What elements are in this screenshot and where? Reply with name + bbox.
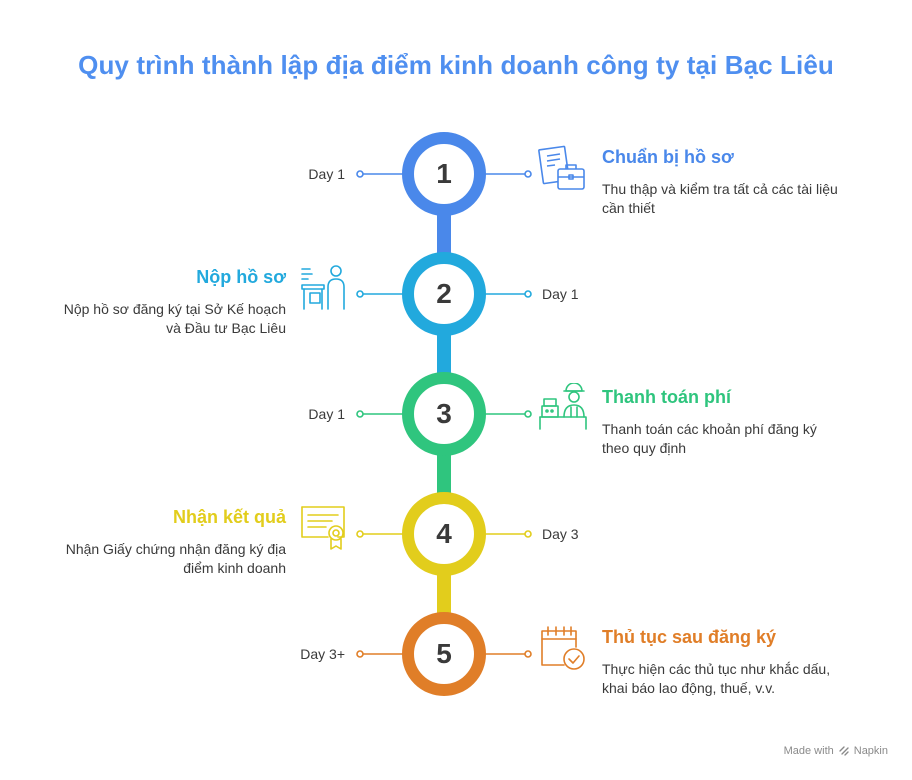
connector-row-1 [356, 170, 532, 178]
footer-watermark: Made with Napkin [784, 745, 888, 757]
step-2-description: Nộp hồ sơ đăng ký tại Sở Kế hoạch và Đầu… [63, 301, 286, 336]
step-1-title: Chuẩn bị hồ sơ [602, 147, 734, 167]
connector-row-2 [356, 290, 532, 298]
spine-segment-2-3 [437, 328, 451, 376]
step-4-day: Day 3 [542, 526, 579, 542]
calendar-check-icon [541, 626, 585, 670]
documents-briefcase-icon [538, 145, 585, 190]
step-2-title: Nộp hồ sơ [196, 267, 286, 287]
step-3-circle: 3 [402, 372, 486, 456]
spine-segment-1-2 [437, 208, 451, 256]
spine-segment-3-4 [437, 448, 451, 496]
step-5-title: Thủ tục sau đăng ký [602, 627, 777, 647]
connector-row-5 [356, 650, 532, 658]
step-4-title: Nhận kết quả [172, 507, 286, 527]
connector-row-3 [356, 410, 532, 418]
step-1-day: Day 1 [308, 166, 345, 182]
step-5-day: Day 3+ [300, 646, 345, 662]
step-4-description: Nhận Giấy chứng nhận đăng ký địa điểm ki… [65, 541, 286, 576]
step-2-circle: 2 [402, 252, 486, 336]
step-3-description: Thanh toán các khoản phí đăng ký theo qu… [602, 421, 817, 456]
cashier-icon [539, 383, 587, 430]
spine-segment-4-5 [437, 568, 451, 616]
step-1-description: Thu thập và kiểm tra tất cả các tài liệu… [602, 181, 838, 216]
person-at-desk-icon [301, 265, 345, 310]
step-3-day: Day 1 [308, 406, 345, 422]
page-title: Quy trình thành lập địa điểm kinh doanh … [78, 50, 834, 80]
step-3-title: Thanh toán phí [602, 387, 731, 407]
step-5-description: Thực hiện các thủ tục như khắc dấu, khai… [602, 661, 831, 696]
certificate-icon [301, 506, 345, 550]
footer-made-with: Made with [783, 745, 834, 757]
napkin-logo-icon [839, 746, 849, 756]
step-1-circle: 1 [402, 132, 486, 216]
connector-row-4 [356, 530, 532, 538]
step-2-day: Day 1 [542, 286, 579, 302]
footer-brand: Napkin [853, 745, 888, 757]
step-4-circle: 4 [402, 492, 486, 576]
step-5-circle: 5 [402, 612, 486, 696]
